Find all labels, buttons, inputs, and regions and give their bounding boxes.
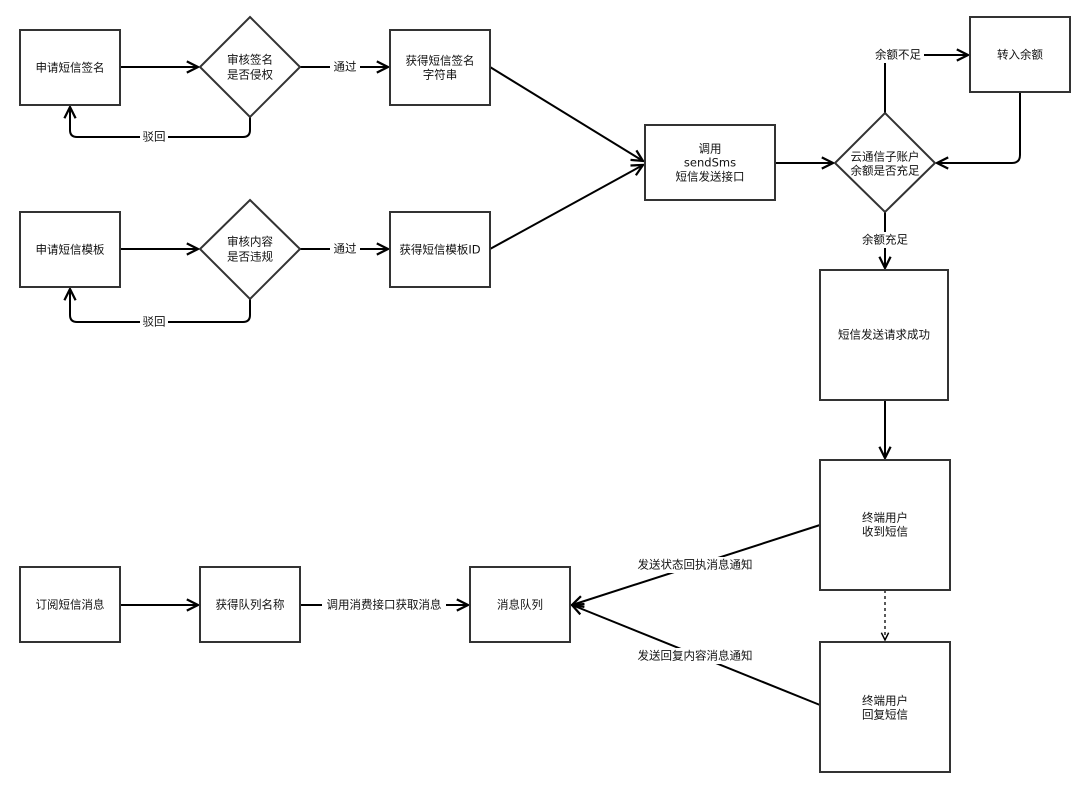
node-apply-template: 申请短信模板	[19, 211, 121, 288]
label-pass-1: 通过	[334, 60, 357, 74]
svg-text:是否侵权: 是否侵权	[227, 68, 273, 82]
edge-sign-to-sendsms	[489, 66, 643, 161]
label-status-report: 发送状态回执消息通知	[638, 558, 753, 572]
svg-text:sendSms: sendSms	[684, 156, 736, 170]
svg-text:申请短信模板: 申请短信模板	[36, 243, 105, 257]
svg-text:获得队列名称: 获得队列名称	[216, 598, 285, 612]
svg-text:消息队列: 消息队列	[497, 598, 543, 612]
svg-text:短信发送接口: 短信发送接口	[676, 170, 745, 184]
label-reply-notify: 发送回复内容消息通知	[638, 649, 753, 663]
node-user-receive: 终端用户 收到短信	[819, 459, 951, 591]
svg-text:终端用户: 终端用户	[862, 511, 908, 525]
svg-text:短信发送请求成功: 短信发送请求成功	[838, 328, 930, 342]
label-insufficient: 余额不足	[875, 48, 921, 62]
node-balance-check: 云通信子账户 余额是否充足	[833, 111, 937, 214]
node-review-sign: 审核签名 是否侵权	[198, 15, 302, 119]
node-review-template: 审核内容 是否违规	[198, 198, 302, 301]
svg-text:收到短信: 收到短信	[862, 525, 908, 539]
svg-text:获得短信签名: 获得短信签名	[406, 54, 475, 68]
node-get-queue: 获得队列名称	[199, 566, 301, 643]
node-send-ok: 短信发送请求成功	[819, 269, 949, 401]
svg-text:字符串: 字符串	[423, 68, 458, 82]
svg-text:审核内容: 审核内容	[227, 235, 273, 249]
node-subscribe: 订阅短信消息	[19, 566, 121, 643]
node-user-reply: 终端用户 回复短信	[819, 641, 951, 773]
svg-text:回复短信: 回复短信	[862, 708, 908, 722]
svg-text:调用: 调用	[699, 142, 722, 156]
svg-text:申请短信签名: 申请短信签名	[36, 61, 105, 75]
edge-labels: 通过 驳回 通过 驳回 余额不足 余额充足 调用消费接口获取消息 发送状态回执消…	[140, 47, 924, 664]
node-top-up: 转入余额	[969, 16, 1071, 93]
svg-text:审核签名: 审核签名	[227, 53, 273, 67]
svg-text:转入余额: 转入余额	[997, 48, 1043, 62]
label-pass-2: 通过	[334, 242, 357, 256]
svg-text:余额是否充足: 余额是否充足	[851, 164, 920, 178]
node-apply-sign: 申请短信签名	[19, 29, 121, 106]
edge-insufficient	[884, 55, 968, 113]
svg-text:终端用户: 终端用户	[862, 694, 908, 708]
node-message-queue: 消息队列	[469, 566, 571, 643]
svg-text:云通信子账户: 云通信子账户	[851, 150, 920, 164]
label-reject-1: 驳回	[143, 130, 166, 144]
svg-text:是否违规: 是否违规	[227, 250, 273, 264]
label-reject-2: 驳回	[143, 315, 166, 329]
label-sufficient: 余额充足	[862, 233, 908, 247]
edge-topup-to-check	[937, 92, 1021, 163]
svg-text:获得短信模板ID: 获得短信模板ID	[399, 243, 480, 257]
node-get-sign: 获得短信签名 字符串	[389, 29, 491, 106]
node-get-template: 获得短信模板ID	[389, 211, 491, 288]
edge-tpl-to-sendsms	[489, 165, 643, 250]
label-consume: 调用消费接口获取消息	[327, 598, 442, 612]
svg-text:订阅短信消息: 订阅短信消息	[36, 598, 105, 612]
node-send-sms: 调用 sendSms 短信发送接口	[644, 124, 776, 201]
